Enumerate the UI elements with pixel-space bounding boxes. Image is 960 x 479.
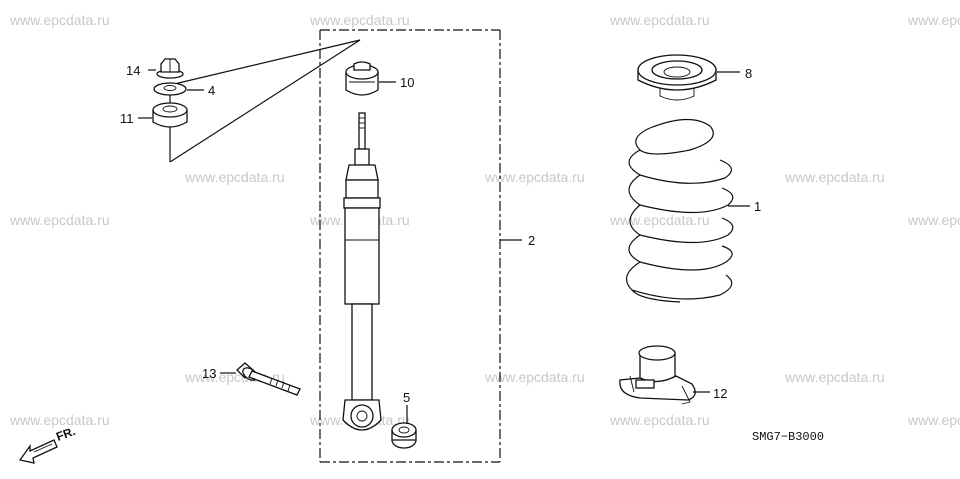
guide-lines (169, 39, 361, 163)
watermark: www.epcdata.ru (907, 12, 960, 28)
flange-nut-part-14: 14 (126, 58, 184, 79)
shock-absorber-part-2: 2 (342, 112, 535, 431)
watermark: www.epcdata.ru (907, 412, 960, 428)
callout-12: 12 (713, 386, 727, 401)
callout-14: 14 (126, 63, 140, 78)
bushing-part-11: 11 (120, 102, 188, 128)
callout-4: 4 (208, 83, 215, 98)
callout-10: 10 (400, 75, 414, 90)
callout-1: 1 (754, 199, 761, 214)
flange-bolt-part-13: 13 (202, 362, 301, 396)
mount-rubber-part-10: 10 (345, 61, 414, 96)
diagram-code: SMG7−B3000 (752, 430, 824, 444)
watermark: www.epcdata.ru (784, 169, 885, 185)
callout-2: 2 (528, 233, 535, 248)
watermark: www.epcdata.ru (309, 12, 410, 28)
watermark: www.epcdata.ru (609, 12, 710, 28)
lower-bushing-part-5: 5 (391, 390, 417, 449)
spring-upper-seat-part-8: 8 (637, 54, 752, 101)
front-direction-marker: FR. (18, 424, 77, 464)
watermark: www.epcdata.ru (484, 369, 585, 385)
watermark: www.epcdata.ru (609, 212, 710, 228)
watermark: www.epcdata.ru (484, 169, 585, 185)
callout-13: 13 (202, 366, 216, 381)
callout-11: 11 (120, 111, 134, 126)
watermark-layer: www.epcdata.ru www.epcdata.ru www.epcdat… (9, 12, 960, 428)
washer-part-4: 4 (153, 82, 215, 98)
watermark: www.epcdata.ru (9, 412, 110, 428)
callout-5: 5 (403, 390, 410, 405)
front-label: FR. (54, 424, 77, 444)
coil-spring-part-1: 1 (625, 118, 761, 303)
watermark: www.epcdata.ru (609, 412, 710, 428)
front-arrow-icon (18, 439, 58, 464)
watermark: www.epcdata.ru (9, 212, 110, 228)
callout-8: 8 (745, 66, 752, 81)
spring-lower-seat-part-12: 12 (619, 345, 727, 405)
watermark: www.epcdata.ru (784, 369, 885, 385)
watermark: www.epcdata.ru (907, 212, 960, 228)
assembly-bracket (319, 29, 522, 463)
watermark: www.epcdata.ru (184, 169, 285, 185)
watermark: www.epcdata.ru (9, 12, 110, 28)
